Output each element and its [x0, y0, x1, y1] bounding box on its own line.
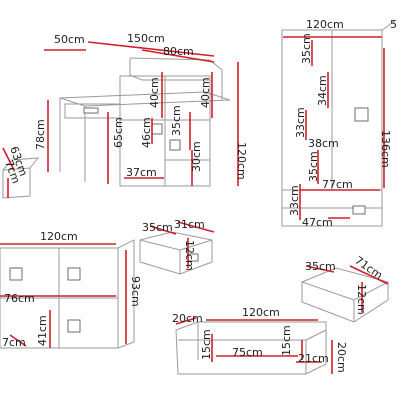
small-drawer-height-label: 12cm: [183, 240, 196, 271]
wardrobe-bottom-shelf-label: 33cm: [288, 185, 301, 216]
desk-drawer-width-label: 37cm: [126, 166, 157, 179]
wardrobe-shelf-depth-label: 38cm: [308, 137, 339, 150]
desk-dimension-lines: [2, 41, 239, 198]
desk-door-height-label: 46cm: [140, 117, 153, 148]
wardrobe-labels: 120cm 5 35cm 34cm 136cm 33cm 38cm 35cm 7…: [288, 18, 397, 229]
small-drawer-labels: 35cm 31cm 12cm: [142, 218, 205, 271]
shelf-height-label: 20cm: [335, 342, 348, 373]
shelf-right-width-label: 21cm: [298, 352, 329, 365]
wardrobe-top-shelf-label: 35cm: [300, 33, 313, 64]
small-drawer-drawing: [139, 231, 213, 275]
wardrobe-lower-shelf-label: 35cm: [307, 151, 320, 182]
wardrobe-rail-width-label: 77cm: [322, 178, 353, 191]
chest-foot-label: 7cm: [2, 336, 26, 349]
chest-lower-height-label: 41cm: [36, 315, 49, 346]
shelf-dimension-lines: [175, 317, 333, 374]
desk-hutch-width-label: 80cm: [163, 45, 194, 58]
shelf-depth-label: 20cm: [172, 312, 203, 325]
shelf-drawing: [175, 321, 327, 375]
desk-table-height-label: 78cm: [34, 119, 47, 150]
chest-drawer-width-label: 76cm: [4, 292, 35, 305]
shelf-right-height-label: 15cm: [280, 325, 293, 356]
wardrobe-drawer-depth-label: 47cm: [302, 216, 333, 229]
desk-legroom-height-label: 65cm: [112, 117, 125, 148]
chest-dimension-lines: [0, 243, 127, 348]
large-drawer-labels: 35cm 71cm 12cm: [305, 254, 385, 315]
small-drawer-depth-label: 35cm: [142, 221, 173, 234]
wardrobe-drawing: [281, 19, 397, 227]
desk-shelf-height-label: 35cm: [170, 105, 183, 136]
wardrobe-upper-shelf-label: 34cm: [316, 75, 329, 106]
wardrobe-dimension-lines: [283, 36, 385, 220]
chest-drawing: [0, 239, 135, 349]
large-drawer-dimension-lines: [305, 265, 389, 312]
small-drawer-width-label: 31cm: [174, 218, 205, 231]
shelf-labels: 20cm 120cm 15cm 75cm 15cm 21cm 20cm: [172, 306, 348, 373]
wardrobe-width-label: 120cm: [306, 18, 344, 31]
chest-height-label: 93cm: [129, 276, 142, 307]
wardrobe-cut-label: 5: [390, 18, 397, 31]
desk-hutch-height-right-label: 40cm: [199, 77, 212, 108]
desk-width-label: 150cm: [127, 32, 165, 45]
desk-hutch-height-left-label: 40cm: [148, 77, 161, 108]
desk-drawer-height-label: 30cm: [190, 141, 203, 172]
chest-labels: 120cm 76cm 41cm 7cm 93cm: [2, 230, 142, 349]
wardrobe-inner-height-label: 136cm: [379, 130, 392, 168]
chest-width-label: 120cm: [40, 230, 78, 243]
desk-total-height-label: 120cm: [235, 142, 248, 180]
shelf-compartment-width-label: 75cm: [232, 346, 263, 359]
large-drawer-height-label: 12cm: [355, 284, 368, 315]
desk-depth-label: 50cm: [54, 33, 85, 46]
desk-labels: 50cm 150cm 80cm 40cm 40cm 120cm 78cm 65c…: [2, 32, 248, 185]
wardrobe-mid-shelf-label: 33cm: [294, 107, 307, 138]
shelf-compartment-height-label: 15cm: [200, 329, 213, 360]
large-drawer-width-label: 71cm: [352, 254, 385, 282]
large-drawer-depth-label: 35cm: [305, 260, 336, 273]
shelf-width-label: 120cm: [242, 306, 280, 319]
small-drawer-dimension-lines: [149, 221, 215, 268]
large-drawer-drawing: [300, 267, 390, 323]
